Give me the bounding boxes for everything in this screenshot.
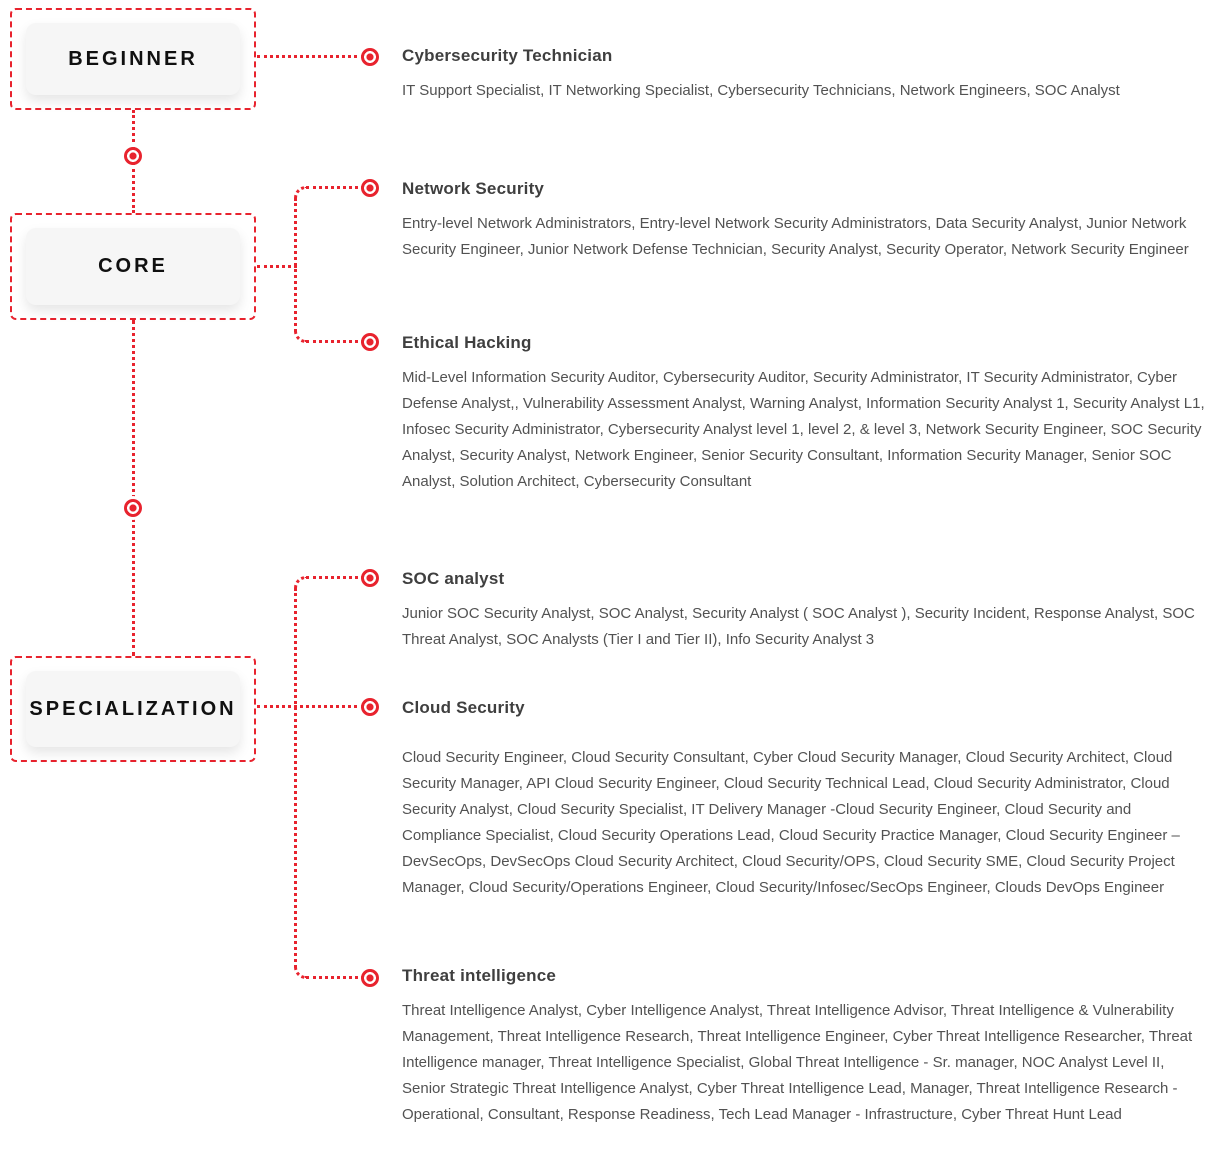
track-roles: Threat Intelligence Analyst, Cyber Intel… (402, 1002, 1193, 1123)
stage-box-core-card: CORE (26, 228, 240, 305)
node-icon-ethical-hacking (361, 333, 379, 351)
track-title: Cybersecurity Technician (402, 46, 613, 65)
track-soc-analyst: SOC analyst Junior SOC Security Analyst,… (402, 569, 1208, 653)
node-icon-soc-analyst (361, 569, 379, 587)
track-title: Cloud Security (402, 698, 525, 717)
track-roles: IT Support Specialist, IT Networking Spe… (402, 82, 1120, 99)
track-cybersecurity-technician: Cybersecurity Technician IT Support Spec… (402, 46, 1208, 104)
node-icon-beginner-core (124, 147, 142, 165)
track-ethical-hacking: Ethical Hacking Mid-Level Information Se… (402, 333, 1208, 495)
stage-label-core: CORE (98, 255, 168, 277)
connector-threat-intelligence (306, 976, 364, 979)
track-title: Ethical Hacking (402, 333, 532, 352)
node-icon-threat-intelligence (361, 969, 379, 987)
connector-soc-analyst (306, 576, 364, 579)
stage-label-beginner: BEGINNER (68, 47, 198, 70)
connector-ethical-hacking (306, 340, 364, 343)
stage-box-beginner: BEGINNER (10, 8, 256, 110)
node-icon-network-security (361, 179, 379, 197)
connector-cloud-security (257, 705, 363, 708)
track-roles: Entry-level Network Administrators, Entr… (402, 215, 1189, 258)
spec-branch-trunk (294, 588, 297, 968)
connector-network-security (306, 186, 364, 189)
connector-beginner-track (257, 55, 363, 58)
core-branch-trunk (294, 198, 297, 332)
node-icon-cloud-security (361, 698, 379, 716)
track-roles: Junior SOC Security Analyst, SOC Analyst… (402, 605, 1195, 648)
track-title: Threat intelligence (402, 966, 557, 985)
stage-box-beginner-card: BEGINNER (26, 23, 240, 95)
stage-box-core: CORE (10, 213, 256, 320)
track-roles: Mid-Level Information Security Auditor, … (402, 369, 1205, 490)
spec-branch-corner-bottom (294, 965, 308, 979)
stage-box-specialization: SPECIALIZATION (10, 656, 256, 762)
node-icon-cybersecurity-technician (361, 48, 379, 66)
track-threat-intelligence: Threat intelligence Threat Intelligence … (402, 966, 1208, 1128)
track-roles: Cloud Security Engineer, Cloud Security … (402, 749, 1180, 896)
connector-core-specialization (132, 320, 135, 656)
node-icon-core-specialization (124, 499, 142, 517)
track-title: SOC analyst (402, 569, 505, 588)
spec-branch-corner-top (294, 576, 308, 590)
stage-box-specialization-card: SPECIALIZATION (26, 671, 240, 747)
stage-label-specialization: SPECIALIZATION (29, 697, 237, 720)
connector-core-branch (257, 265, 297, 268)
track-cloud-security: Cloud Security Cloud Security Engineer, … (402, 698, 1208, 901)
core-branch-corner-top (294, 186, 308, 200)
track-title: Network Security (402, 179, 545, 198)
track-network-security: Network Security Entry-level Network Adm… (402, 179, 1208, 263)
core-branch-corner-bottom (294, 329, 308, 343)
